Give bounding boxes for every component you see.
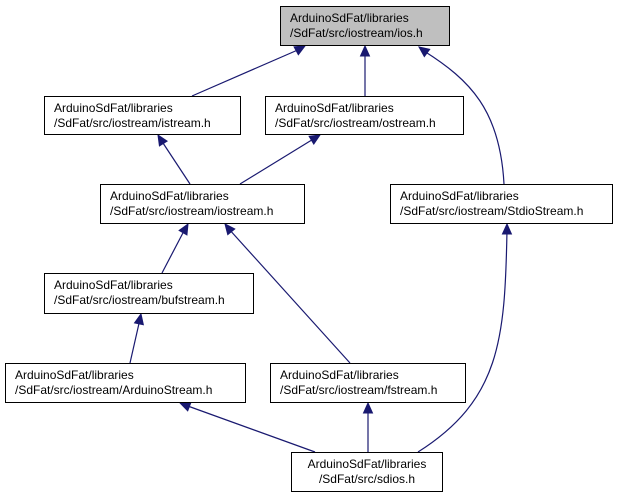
edge-sdios-to-stdiostream bbox=[417, 229, 508, 453]
node-label-line2: /SdFat/src/iostream/ostream.h bbox=[275, 116, 436, 130]
node-label-line1: ArduinoSdFat/libraries bbox=[280, 368, 399, 382]
node-label-line2: /SdFat/src/iostream/fstream.h bbox=[280, 383, 438, 397]
node-label-line1: ArduinoSdFat/libraries bbox=[275, 101, 394, 115]
node-label-line2: /SdFat/src/iostream/ios.h bbox=[290, 26, 423, 40]
node-ostream-h[interactable]: ArduinoSdFat/libraries /SdFat/src/iostre… bbox=[265, 96, 464, 135]
edge-sdios-to-arduinostream bbox=[184, 404, 316, 453]
arrowhead-icon bbox=[293, 45, 307, 56]
edge-arduinostream-to-bufstream bbox=[129, 318, 141, 364]
node-label-line1: ArduinoSdFat/libraries bbox=[15, 368, 134, 382]
arrowhead-icon bbox=[224, 223, 236, 236]
node-label-line1: ArduinoSdFat/libraries bbox=[400, 189, 519, 203]
node-label-line2: /SdFat/src/iostream/StdioStream.h bbox=[400, 204, 584, 218]
arrowhead-icon bbox=[178, 401, 192, 412]
edge-stdiostream-to-ios bbox=[423, 50, 505, 185]
edge-bufstream-to-iostream bbox=[161, 228, 186, 274]
node-label-line1: ArduinoSdFat/libraries bbox=[54, 278, 173, 292]
node-label-line2: /SdFat/src/iostream/istream.h bbox=[54, 116, 211, 130]
node-ios-h: ArduinoSdFat/libraries /SdFat/src/iostre… bbox=[280, 6, 450, 46]
node-istream-h[interactable]: ArduinoSdFat/libraries /SdFat/src/iostre… bbox=[44, 96, 241, 135]
edge-fstream-to-iostream bbox=[227, 227, 351, 364]
node-sdios-h[interactable]: ArduinoSdFat/libraries /SdFat/src/sdios.… bbox=[291, 452, 443, 492]
arrowhead-icon bbox=[133, 312, 145, 326]
arrowhead-icon bbox=[359, 44, 371, 57]
node-bufstream-h[interactable]: ArduinoSdFat/libraries /SdFat/src/iostre… bbox=[44, 273, 254, 314]
arrowhead-icon bbox=[362, 401, 374, 414]
edge-iostream-to-istream bbox=[160, 139, 191, 185]
node-label-line2: /SdFat/src/iostream/ArduinoStream.h bbox=[15, 383, 213, 397]
arrowhead-icon bbox=[501, 222, 513, 235]
node-label-line1: ArduinoSdFat/libraries bbox=[54, 101, 173, 115]
node-iostream-h[interactable]: ArduinoSdFat/libraries /SdFat/src/iostre… bbox=[100, 184, 305, 224]
node-label-line1: ArduinoSdFat/libraries bbox=[290, 11, 409, 25]
arrowhead-icon bbox=[308, 134, 322, 145]
node-fstream-h[interactable]: ArduinoSdFat/libraries /SdFat/src/iostre… bbox=[270, 363, 466, 403]
edge-iostream-to-ostream bbox=[239, 137, 316, 185]
edge-istream-to-ios bbox=[191, 48, 301, 97]
node-label-line2: /SdFat/src/iostream/iostream.h bbox=[110, 204, 274, 218]
arrowhead-icon bbox=[157, 133, 169, 147]
node-label-line2: /SdFat/src/sdios.h bbox=[318, 472, 416, 486]
node-label-line1: ArduinoSdFat/libraries bbox=[307, 457, 427, 471]
arrowhead-icon bbox=[418, 46, 431, 58]
node-stdiostream-h[interactable]: ArduinoSdFat/libraries /SdFat/src/iostre… bbox=[390, 184, 613, 224]
node-arduinostream-h[interactable]: ArduinoSdFat/libraries /SdFat/src/iostre… bbox=[5, 363, 246, 403]
node-label-line2: /SdFat/src/iostream/bufstream.h bbox=[54, 293, 225, 307]
node-label-line1: ArduinoSdFat/libraries bbox=[110, 189, 229, 203]
arrowhead-icon bbox=[178, 222, 189, 236]
